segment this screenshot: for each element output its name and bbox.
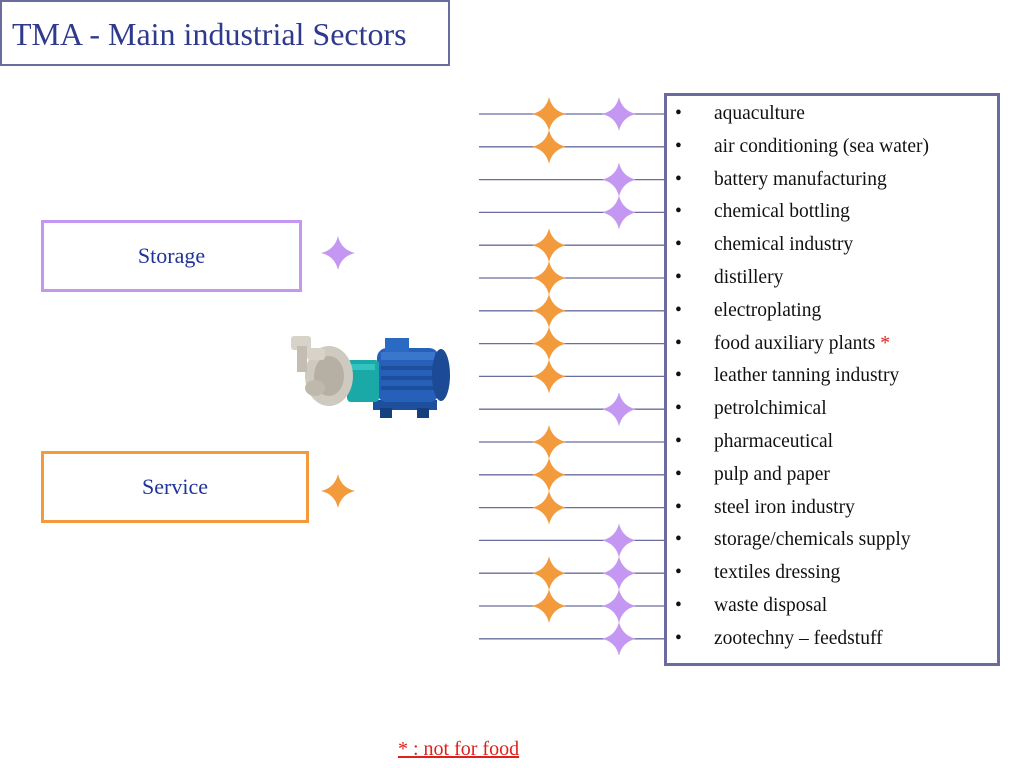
sector-label-text: chemical industry <box>714 234 854 256</box>
bullet: • <box>675 267 682 288</box>
bullet: • <box>675 201 682 223</box>
service-legend-star-icon <box>321 474 355 508</box>
bullet: • <box>675 398 682 420</box>
sector-label: electroplating <box>714 299 821 323</box>
storage-star-icon <box>602 621 636 656</box>
bullet: • <box>675 332 682 354</box>
bullet: • <box>675 365 682 387</box>
bullet: • <box>675 529 682 551</box>
sector-label-text: food auxiliary plants <box>714 332 876 354</box>
service-star-icon <box>532 457 566 492</box>
sector-label: pulp and paper <box>714 463 830 487</box>
storage-star-icon <box>602 97 636 131</box>
service-star-icon <box>532 589 566 623</box>
bullet: • <box>675 562 682 584</box>
sector-label: pharmaceutical <box>714 430 833 454</box>
bullet: • <box>675 431 682 452</box>
sector-label: storage/chemicals supply <box>714 528 911 552</box>
service-label: Service <box>142 474 208 499</box>
service-star-icon <box>532 228 566 263</box>
storage-label: Storage <box>137 243 206 268</box>
storage-star-icon <box>602 392 636 427</box>
service-star-icon <box>532 556 566 591</box>
footnote: * : not for food <box>398 738 520 760</box>
sector-label-text: pharmaceutical <box>714 431 834 452</box>
sector-label: petrolchimical <box>714 397 827 421</box>
bullet: • <box>675 234 682 256</box>
title-box: TMA - Main industrial Sectors <box>0 0 450 66</box>
bullet: • <box>675 135 682 157</box>
sector-label: waste disposal <box>714 594 827 618</box>
sector-label: food auxiliary plants * <box>714 332 890 356</box>
service-star-icon <box>532 293 566 328</box>
service-star-icon <box>532 129 566 164</box>
sector-label-text: pulp and paper <box>714 463 830 485</box>
service-star-icon <box>532 425 566 459</box>
sector-label-text: distillery <box>714 267 784 288</box>
sector-label-text: storage/chemicals supply <box>714 529 911 551</box>
sector-label-text: leather tanning industry <box>714 365 900 387</box>
sector-label-text: zootechny – feedstuff <box>714 627 883 649</box>
sector-label-text: waste disposal <box>714 595 828 616</box>
storage-star-icon <box>602 523 636 558</box>
sector-label: battery manufacturing <box>714 168 887 192</box>
footnote-mark: * <box>875 332 891 354</box>
sector-label-text: aquaculture <box>714 103 805 124</box>
sector-label-text: textiles dressing <box>714 562 841 584</box>
storage-legend-star-icon <box>321 236 355 270</box>
page-title: TMA - Main industrial Sectors <box>12 16 407 52</box>
storage-star-icon <box>602 162 636 197</box>
sector-label-text: electroplating <box>714 299 822 321</box>
service-star-icon <box>532 97 566 131</box>
sector-label: chemical bottling <box>714 200 850 224</box>
sector-label-text: chemical bottling <box>714 201 850 223</box>
storage-star-icon <box>602 195 636 230</box>
sector-label: chemical industry <box>714 233 853 257</box>
service-star-icon <box>532 490 566 525</box>
storage-star-icon <box>602 589 636 623</box>
bullet: • <box>675 299 682 321</box>
sector-label: steel iron industry <box>714 496 855 520</box>
storage-category-box: Storage <box>41 220 302 292</box>
sector-label-text: steel iron industry <box>714 496 855 518</box>
sector-label: zootechny – feedstuff <box>714 627 883 651</box>
sector-label: textiles dressing <box>714 561 840 585</box>
bullet: • <box>675 496 682 518</box>
service-star-icon <box>532 261 566 295</box>
service-category-box: Service <box>41 451 309 523</box>
sector-label: air conditioning (sea water) <box>714 135 929 159</box>
bullet: • <box>675 627 682 649</box>
bullet: • <box>675 595 682 616</box>
sector-label: aquaculture <box>714 102 805 126</box>
sector-list: • aquaculture • air conditioning (sea water… <box>664 93 1000 666</box>
sector-label: distillery <box>714 266 783 290</box>
bullet: • <box>675 463 682 485</box>
sector-label: leather tanning industry <box>714 364 899 388</box>
bullet: • <box>675 168 682 190</box>
bullet: • <box>675 103 682 124</box>
service-star-icon <box>532 359 566 394</box>
sector-label-text: battery manufacturing <box>714 168 887 190</box>
sector-label-text: air conditioning (sea water) <box>714 135 929 157</box>
storage-star-icon <box>602 556 636 591</box>
service-star-icon <box>532 326 566 361</box>
sector-label-text: petrolchimical <box>714 398 827 420</box>
centrifugal-pump-icon <box>291 336 450 418</box>
